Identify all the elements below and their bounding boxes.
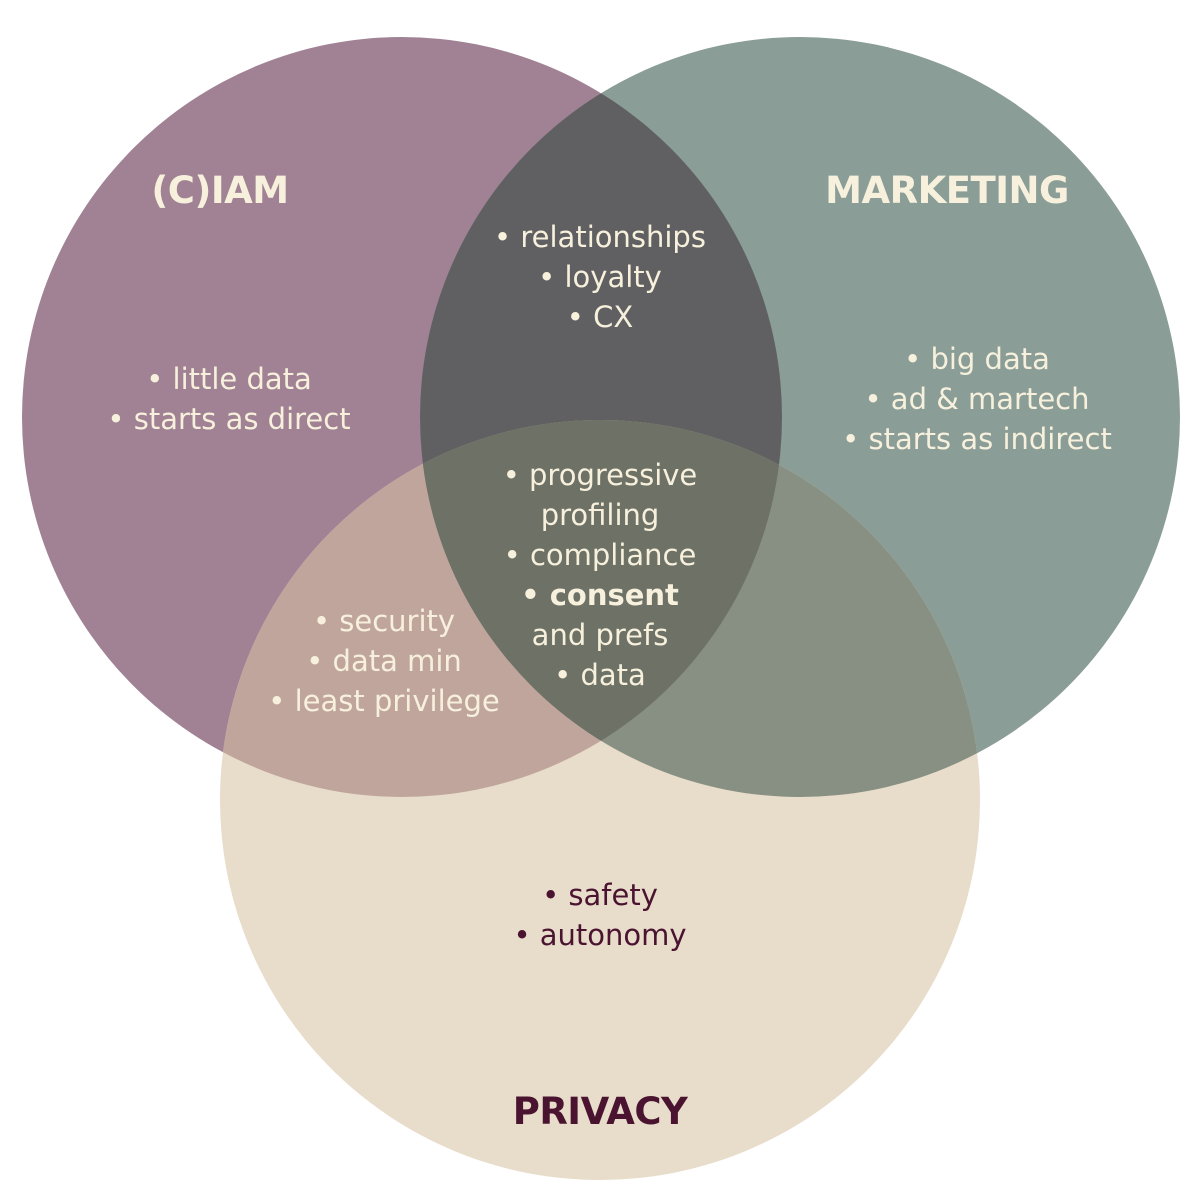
ciam-marketing-item: • relationships bbox=[494, 220, 706, 254]
marketing-item: • big data bbox=[904, 342, 1050, 376]
privacy-item: • safety bbox=[542, 878, 658, 912]
center-item: profiling bbox=[541, 498, 660, 532]
marketing-privacy-overlap bbox=[420, 420, 980, 797]
marketing-title: MARKETING bbox=[825, 169, 1069, 212]
ciam-privacy-overlap bbox=[220, 420, 782, 797]
center-item-consent: • consent bbox=[521, 578, 679, 612]
marketing-item: • ad & martech bbox=[864, 382, 1089, 416]
center-item: • compliance bbox=[504, 538, 697, 572]
privacy-title: PRIVACY bbox=[513, 1090, 689, 1133]
ciam-marketing-item: • CX bbox=[567, 300, 633, 334]
ciam-title: (C)IAM bbox=[151, 169, 288, 212]
ciam-privacy-item: • data min bbox=[306, 644, 462, 678]
ciam-item: • starts as direct bbox=[107, 402, 350, 436]
ciam-item: • little data bbox=[146, 362, 312, 396]
center-item: • data bbox=[554, 658, 646, 692]
ciam-privacy-item: • security bbox=[313, 604, 455, 638]
privacy-item: • autonomy bbox=[513, 918, 686, 952]
center-item: and prefs bbox=[532, 618, 669, 652]
ciam-privacy-item: • least privilege bbox=[268, 684, 499, 718]
marketing-item: • starts as indirect bbox=[842, 422, 1112, 456]
ciam-marketing-item: • loyalty bbox=[538, 260, 662, 294]
center-item: • progressive bbox=[503, 458, 698, 492]
